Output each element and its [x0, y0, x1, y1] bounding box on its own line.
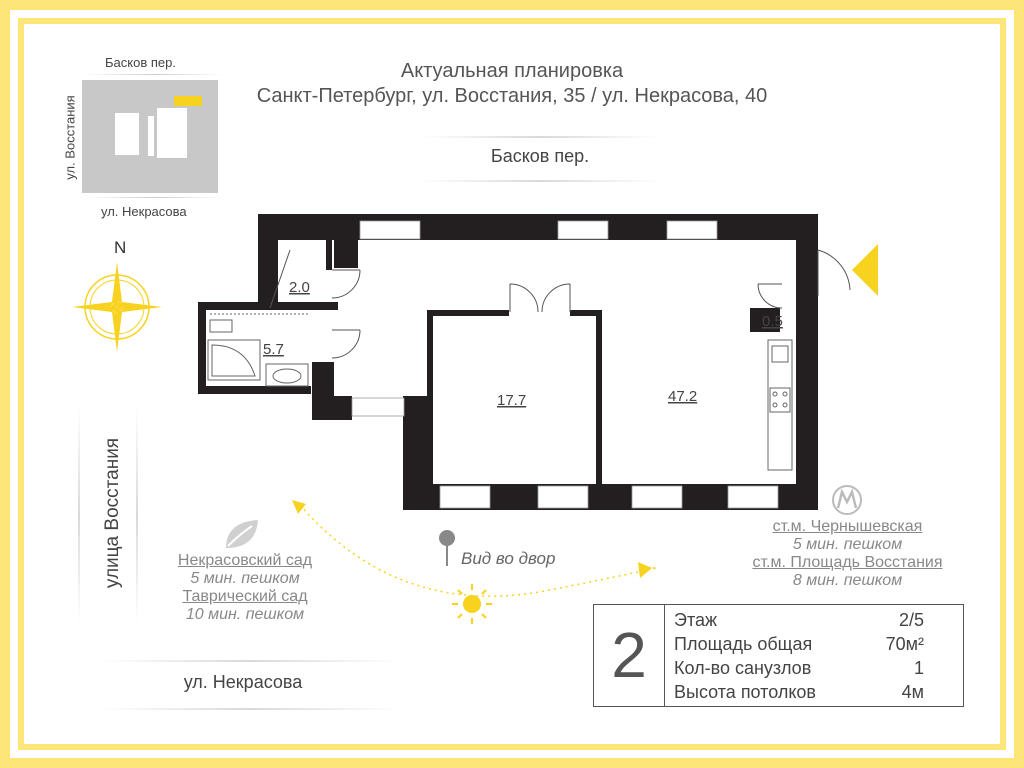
info-label: Этаж: [674, 610, 718, 630]
park-name-1: Некрасовский сад: [177, 552, 313, 569]
metro-walk-2: 8 мин. пешком: [792, 572, 903, 589]
room-label-17-7: 17.7: [497, 392, 526, 409]
compass-rose-icon: [72, 262, 162, 352]
street-left-label: улица Восстания: [102, 437, 123, 589]
info-value: 4м: [901, 682, 924, 702]
floor-number: 2: [594, 605, 665, 706]
address: Санкт-Петербург, ул. Восстания, 35 / ул.…: [256, 85, 768, 107]
minimap-top-street: Басков пер.: [105, 55, 176, 70]
yard-view-label: Вид во двор: [461, 549, 556, 568]
street-bottom-label: ул. Некрасова: [183, 672, 303, 692]
info-value: 1: [913, 658, 924, 678]
leaf-icon: [226, 520, 258, 548]
room-label-2-0: 2.0: [289, 279, 310, 296]
metro-station-1: ст.м. Чернышевская: [772, 518, 923, 535]
park-walk-1: 5 мин. пешком: [190, 570, 300, 587]
minimap: Басков пер. ул. Восстания ул. Некрасова: [55, 50, 235, 225]
info-table: 2 Этаж 2/5 Площадь общая 70м² Кол-во сан…: [593, 604, 964, 707]
minimap-left-street: ул. Восстания: [62, 95, 78, 180]
entrance-marker-icon: [852, 244, 878, 296]
location-pin-icon: [439, 530, 455, 566]
parks-info: Некрасовский сад 5 мин. пешком Таврическ…: [150, 552, 340, 624]
metro-station-2: ст.м. Площадь Восстания: [752, 554, 943, 571]
sun-icon: [452, 584, 492, 624]
minimap-block: [82, 80, 218, 193]
plan-title: Актуальная планировка: [400, 60, 624, 82]
walls: [198, 214, 818, 510]
room-label-0-5: 0.5: [762, 313, 783, 330]
minimap-bottom-street: ул. Некрасова: [101, 204, 187, 219]
info-label: Кол-во санузлов: [674, 658, 812, 678]
info-value: 70м²: [885, 634, 924, 654]
floor-plan: 2.0 5.7 17.7 47.2 0.5: [198, 214, 878, 510]
info-value: 2/5: [898, 610, 924, 630]
info-label: Высота потолков: [674, 682, 816, 702]
park-name-2: Таврический сад: [182, 588, 308, 605]
street-top-label: Басков пер.: [490, 146, 590, 166]
minimap-apartment-marker: [174, 96, 202, 106]
info-label: Площадь общая: [674, 634, 813, 654]
compass-north-label: N: [114, 238, 127, 257]
park-walk-2: 10 мин. пешком: [185, 606, 305, 623]
sun-path: [292, 500, 658, 597]
metro-info: ст.м. Чернышевская 5 мин. пешком ст.м. П…: [720, 518, 975, 590]
metro-icon: [832, 485, 862, 515]
room-label-5-7: 5.7: [263, 341, 284, 358]
room-label-47-2: 47.2: [668, 388, 697, 405]
metro-walk-1: 5 мин. пешком: [792, 536, 903, 553]
